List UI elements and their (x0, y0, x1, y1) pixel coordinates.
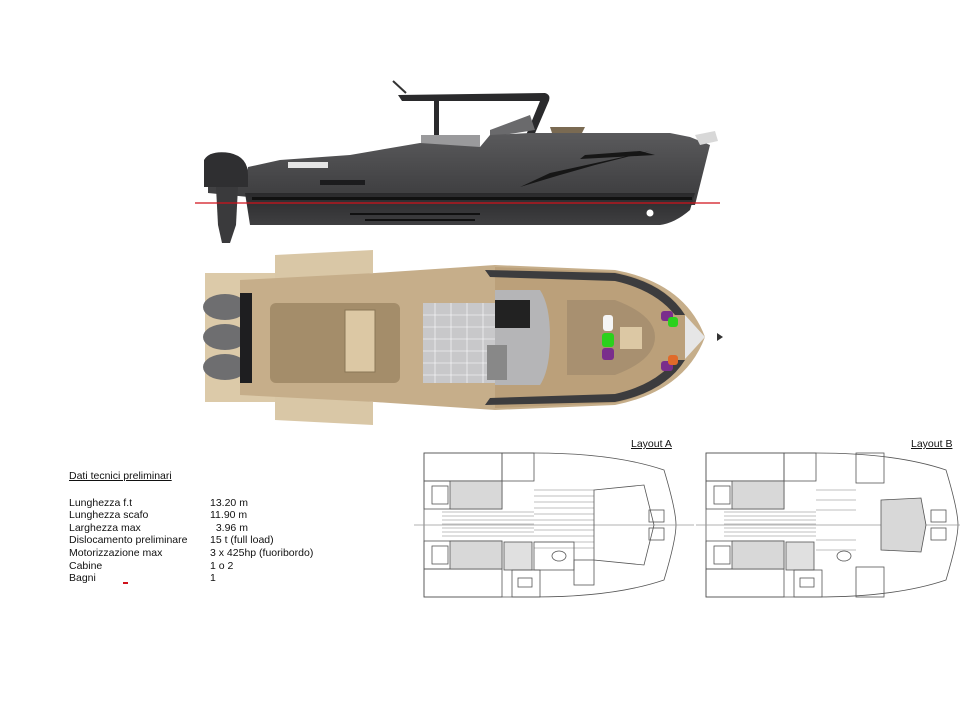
spec-label: Motorizzazione max (69, 546, 163, 559)
spec-row: Larghezza max 3.96 m (69, 522, 313, 535)
spec-value: 3 x 425hp (fuoribordo) (210, 546, 314, 559)
spec-value: 13.20 m (210, 496, 248, 509)
spec-row: Motorizzazione max 3 x 425hp (fuoribordo… (69, 547, 313, 560)
red-mark (123, 582, 128, 584)
spec-row: Bagni 1 (69, 572, 313, 585)
layout-b-drawing (696, 450, 960, 600)
spec-value: 1 (210, 572, 216, 585)
spec-value: 1 o 2 (210, 559, 234, 572)
spec-label: Lunghezza f.t (69, 496, 133, 509)
spec-row: Cabine 1 o 2 (69, 560, 313, 573)
spec-label: Lunghezza scafo (69, 509, 149, 522)
spec-label: Larghezza max (69, 521, 141, 534)
side-profile-drawing (190, 75, 730, 245)
specs-title: Dati tecnici preliminari (69, 470, 172, 482)
layout-a-label: Layout A (631, 438, 672, 450)
top-view-drawing (195, 245, 735, 430)
layout-a-drawing (414, 450, 694, 600)
spec-value: 15 t (full load) (210, 534, 274, 547)
spec-label: Bagni (69, 572, 96, 585)
spec-value: 11.90 m (210, 509, 248, 522)
spec-label: Cabine (69, 559, 103, 572)
spec-row: Dislocamento preliminare 15 t (full load… (69, 534, 313, 547)
spec-label: Dislocamento preliminare (69, 534, 188, 547)
specs-block: Dati tecnici preliminari Lunghezza f.t 1… (69, 470, 313, 585)
spec-row: Lunghezza scafo 11.90 m (69, 509, 313, 522)
spec-row: Lunghezza f.t 13.20 m (69, 497, 313, 510)
layout-b-label: Layout B (911, 438, 953, 450)
spec-value: 3.96 m (210, 521, 248, 534)
